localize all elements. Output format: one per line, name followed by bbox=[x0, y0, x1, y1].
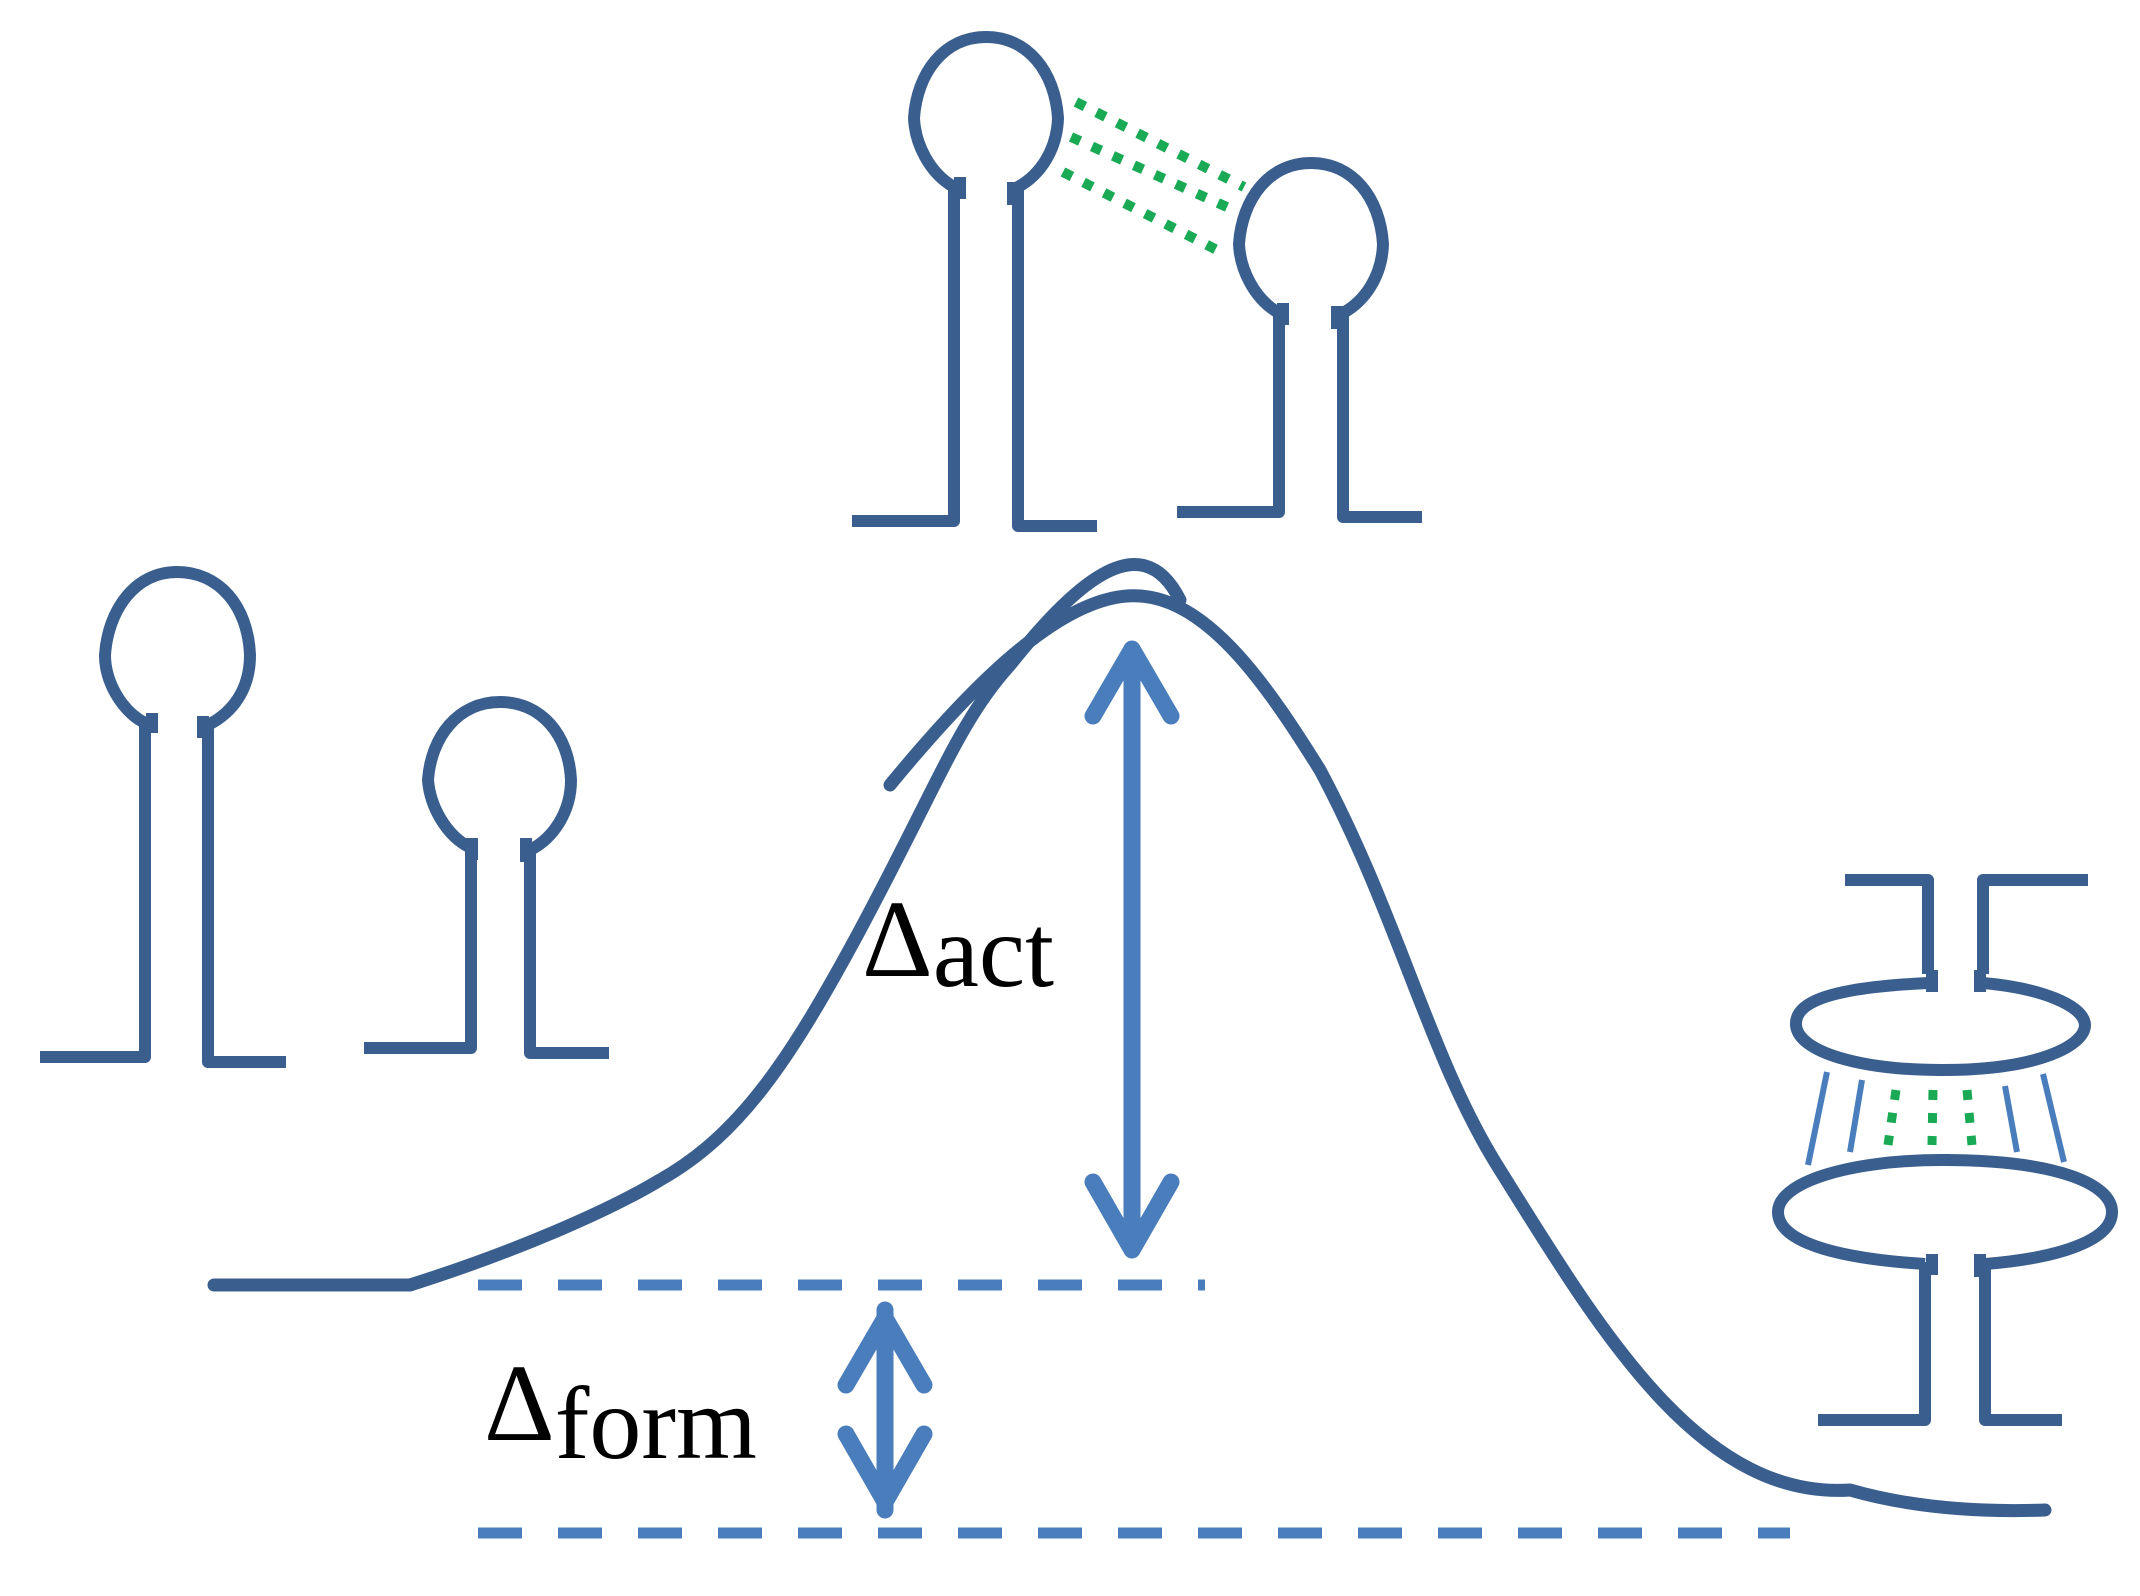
energy-profile-curve bbox=[207, 558, 1187, 1292]
activation-energy-label: Δact bbox=[862, 878, 1054, 1009]
kissing-loop-hairpins-icon bbox=[852, 31, 1422, 532]
energy-profile-curve-peak bbox=[883, 589, 2052, 1518]
formation-energy-label: Δform bbox=[484, 1342, 757, 1481]
kissing-complex-icon bbox=[1772, 874, 2118, 1426]
two-separate-hairpins-icon bbox=[40, 566, 609, 1068]
activation-energy-arrow bbox=[1084, 640, 1180, 1259]
formation-energy-arrow bbox=[837, 1301, 933, 1519]
